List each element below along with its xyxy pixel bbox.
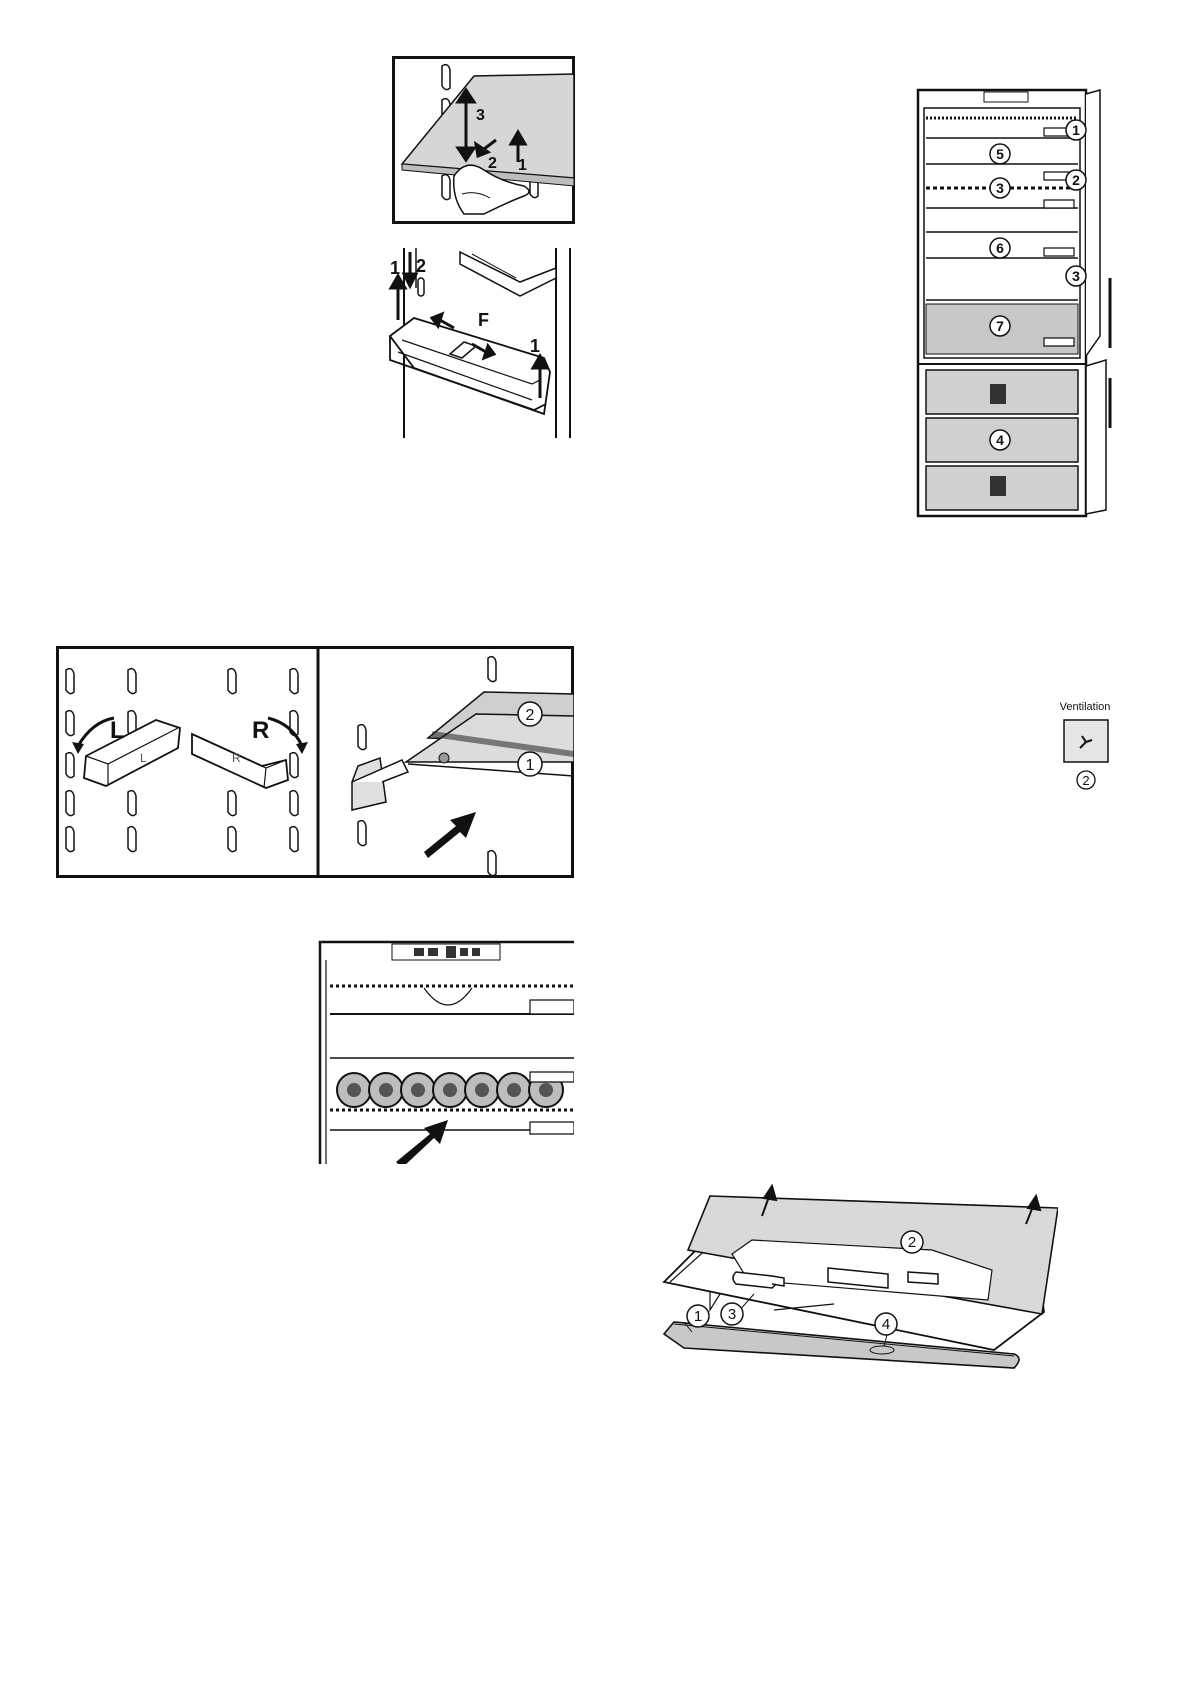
left-stopper-part-label: L <box>140 751 147 765</box>
door-bin-drawing: 1 2 F 1 <box>388 248 571 438</box>
figure-shelf-stoppers: L R L R 2 1 <box>56 646 575 878</box>
callout-2: 2 <box>1072 172 1080 188</box>
callout-4: 4 <box>996 432 1004 448</box>
shelf-removal-drawing: 3 2 1 <box>392 56 575 224</box>
callout-4: 4 <box>882 1316 890 1333</box>
ventilation-panel-drawing: Ventilation 2 <box>1060 701 1111 790</box>
shelf-stoppers-drawing: L R L R 2 1 <box>56 646 575 878</box>
callout-5: 5 <box>996 146 1004 162</box>
left-stopper-label: L <box>110 717 125 744</box>
light-cover-drawing: 2 1 3 4 <box>662 1183 1059 1369</box>
callout-3: 3 <box>996 180 1004 196</box>
step-1b-label: 1 <box>530 336 540 356</box>
callout-2: 2 <box>908 1234 916 1251</box>
right-stopper-part-label: R <box>232 751 241 765</box>
step-2-label: 2 <box>416 256 426 276</box>
figure-bottle-rack <box>318 940 575 1168</box>
callout-1: 1 <box>526 757 535 774</box>
callout-3: 3 <box>728 1306 736 1323</box>
callout-2: 2 <box>526 707 535 724</box>
step-2-label: 2 <box>488 155 497 172</box>
figure-door-bin: 1 2 F 1 <box>380 248 575 438</box>
callout-6: 6 <box>996 240 1004 256</box>
figure-shelf-removal: 3 2 1 <box>392 56 575 224</box>
callout-1: 1 <box>1072 122 1080 138</box>
ventilation-title: Ventilation <box>1060 701 1111 713</box>
fridge-overview-drawing: 1 5 2 3 6 3 7 4 <box>916 88 1112 518</box>
bottle-rack-drawing <box>318 940 575 1168</box>
fan-icon <box>1079 735 1093 749</box>
figure-light-cover: 2 1 3 4 <box>658 1183 1059 1392</box>
step-1-label: 1 <box>518 157 527 174</box>
step-1-label: 1 <box>390 258 400 278</box>
callout-1: 1 <box>694 1308 702 1325</box>
figure-ventilation: Ventilation 2 <box>1056 700 1114 800</box>
callout-3b: 3 <box>1072 268 1080 284</box>
callout-2: 2 <box>1082 773 1089 788</box>
divider-f-label: F <box>478 310 489 330</box>
figure-fridge-overview: 1 5 2 3 6 3 7 4 <box>914 88 1114 520</box>
callout-7: 7 <box>996 318 1004 334</box>
step-3-label: 3 <box>476 107 485 124</box>
right-stopper-label: R <box>252 717 269 744</box>
